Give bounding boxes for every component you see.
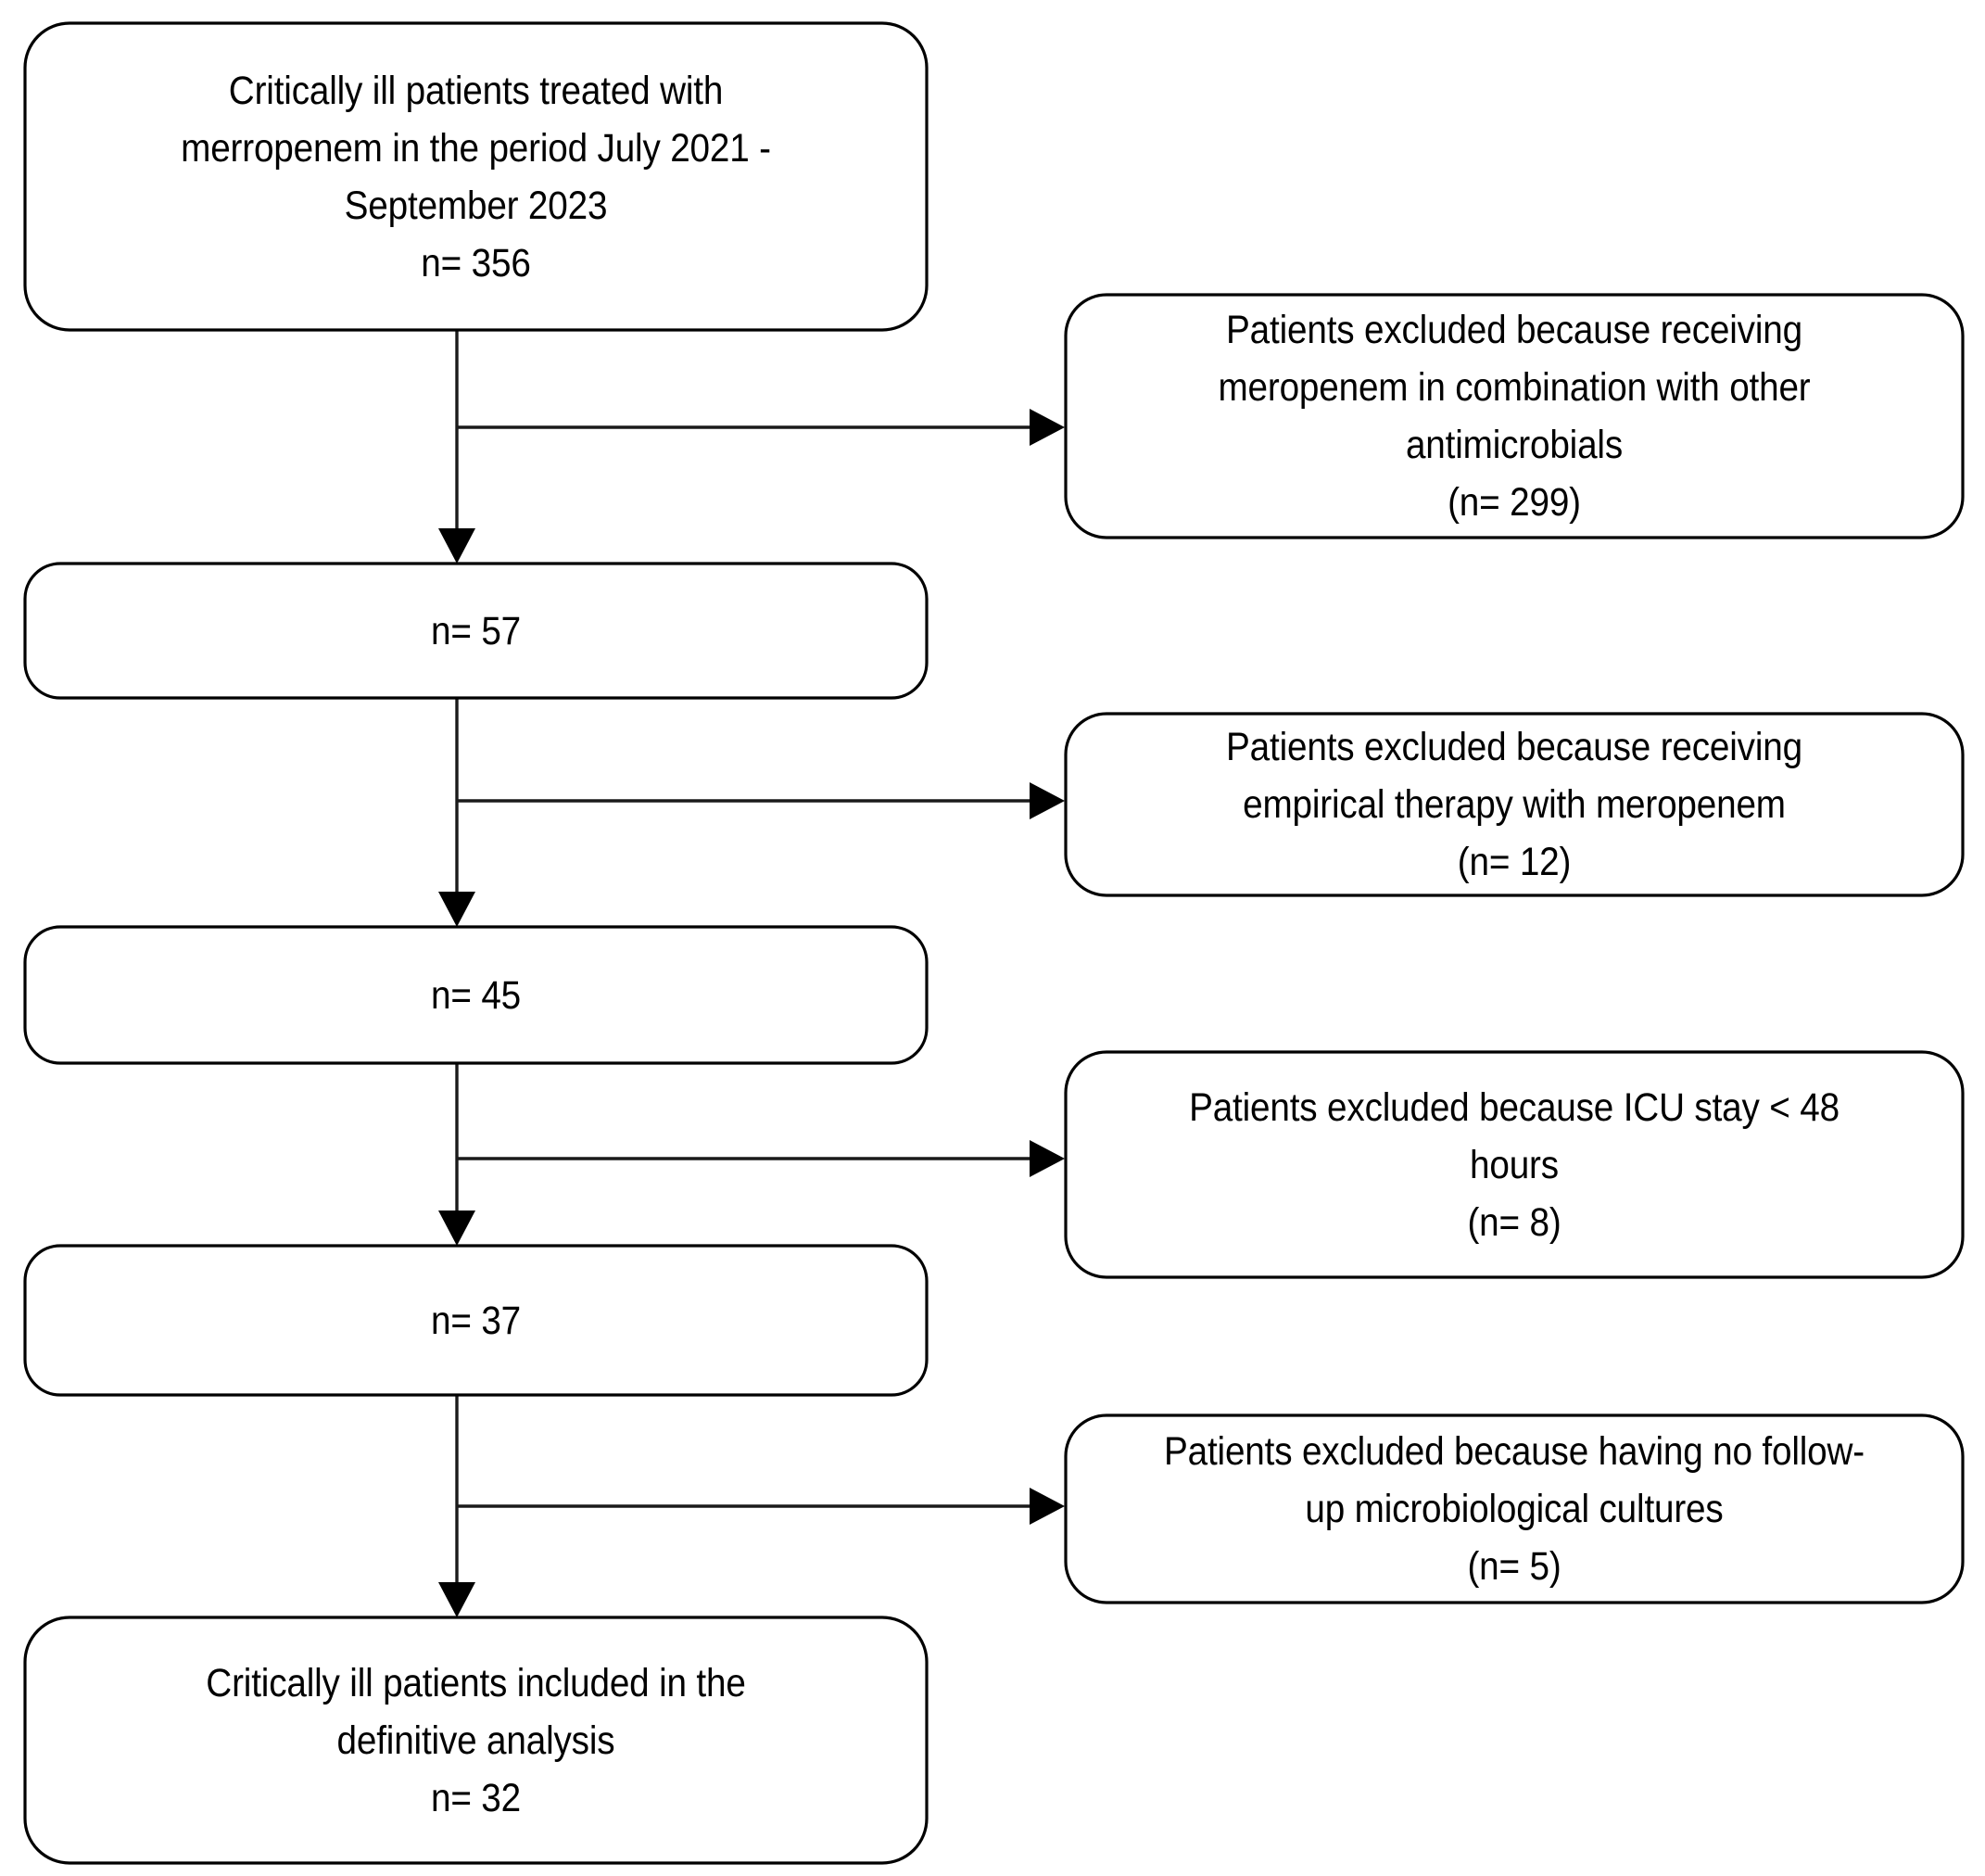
connector-trunk-enrolled-to-n57	[438, 330, 475, 564]
connector-branch-combination	[457, 409, 1065, 446]
node-box-final[interactable]	[23, 1616, 929, 1865]
connector-branch-cultures	[457, 1488, 1065, 1525]
arrow-right-icon	[1030, 409, 1065, 446]
arrow-down-icon	[438, 1211, 475, 1246]
node-box-n37[interactable]	[23, 1244, 929, 1397]
connector-branch-icu	[457, 1140, 1065, 1177]
arrow-down-icon	[438, 1582, 475, 1617]
connector-branch-empirical	[457, 782, 1065, 819]
arrow-right-icon	[1030, 782, 1065, 819]
node-box-excl-empirical[interactable]	[1064, 712, 1965, 897]
node-box-excl-cultures[interactable]	[1064, 1413, 1965, 1604]
node-box-excl-icu[interactable]	[1064, 1050, 1965, 1279]
arrow-right-icon	[1030, 1488, 1065, 1525]
connector-trunk-n57-to-n45	[438, 698, 475, 927]
node-box-enrolled[interactable]	[23, 21, 929, 332]
connector-trunk-n45-to-n37	[438, 1063, 475, 1246]
arrow-down-icon	[438, 528, 475, 564]
connector-trunk-n37-to-final	[438, 1395, 475, 1617]
node-box-excl-combination[interactable]	[1064, 293, 1965, 539]
arrow-down-icon	[438, 892, 475, 927]
node-box-n57[interactable]	[23, 562, 929, 700]
node-box-n45[interactable]	[23, 925, 929, 1065]
arrow-right-icon	[1030, 1140, 1065, 1177]
